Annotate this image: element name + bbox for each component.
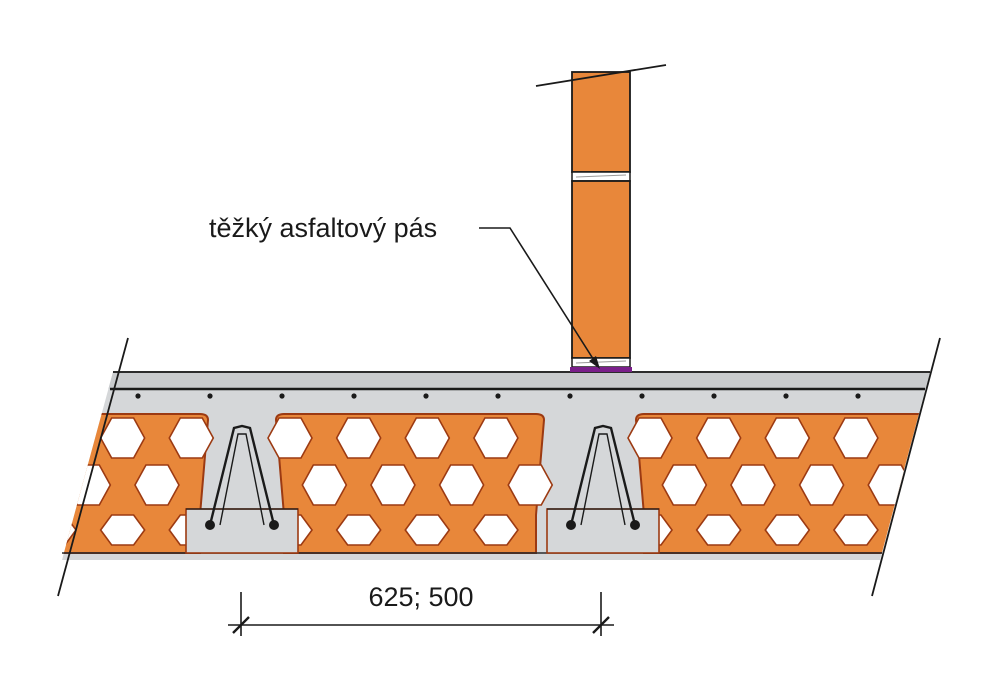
block-void xyxy=(764,514,811,546)
ceramic-infill-blocks xyxy=(62,413,928,554)
bottom-bar xyxy=(269,520,279,530)
wall-brick-lower xyxy=(571,180,631,359)
block-void xyxy=(370,464,416,506)
distribution-bar xyxy=(855,393,861,399)
beam-rib xyxy=(185,424,299,554)
distribution-bar xyxy=(423,393,429,399)
wall-break-line xyxy=(535,64,667,87)
block-void xyxy=(404,514,451,546)
annotation-arrowhead xyxy=(589,356,600,369)
block-void xyxy=(833,417,879,459)
block-void xyxy=(627,417,673,459)
block-void xyxy=(168,417,215,459)
break-line-left xyxy=(57,337,129,597)
distribution-bar xyxy=(495,393,501,399)
block-void xyxy=(730,464,776,506)
block-void xyxy=(438,464,485,506)
bed-joint-hatch xyxy=(575,360,627,364)
ceramic-block xyxy=(267,413,554,554)
block-void xyxy=(62,417,77,459)
block-void xyxy=(335,417,382,459)
block-void xyxy=(99,514,146,546)
distribution-bar xyxy=(711,393,717,399)
block-void xyxy=(507,464,554,506)
block-void xyxy=(134,464,180,506)
block-void xyxy=(661,464,708,506)
truss-diagonal-inner xyxy=(580,433,626,526)
block-void xyxy=(301,464,348,506)
block-void xyxy=(695,417,742,459)
block-void xyxy=(473,417,519,459)
distribution-bar xyxy=(351,393,357,399)
dimension-label: 625; 500 xyxy=(368,582,473,612)
bottom-bar xyxy=(566,520,576,530)
distribution-bar xyxy=(135,393,141,399)
dimension-tick-left xyxy=(232,616,250,634)
wall-brick-upper xyxy=(571,71,631,173)
annotation-label: těžký asfaltový pás xyxy=(209,213,437,243)
block-void xyxy=(404,417,451,459)
distribution-bar xyxy=(279,393,285,399)
bottom-bar xyxy=(630,520,640,530)
topping-layer xyxy=(62,372,930,389)
truss-diagonal xyxy=(208,424,276,526)
block-void xyxy=(832,514,879,546)
block-void xyxy=(472,514,519,546)
distribution-bar xyxy=(207,393,213,399)
distribution-bar xyxy=(639,393,645,399)
block-void xyxy=(798,464,845,506)
block-void xyxy=(335,514,382,546)
block-void xyxy=(695,514,742,546)
distribution-bar-dots xyxy=(135,393,861,399)
asphalt-membrane-strip xyxy=(570,367,632,372)
distribution-bar xyxy=(567,393,573,399)
ceramic-block xyxy=(627,413,928,554)
beam-shoe xyxy=(546,508,660,554)
annotation-leader-line xyxy=(479,227,598,366)
ceramic-beams xyxy=(185,424,660,554)
joint-hatch xyxy=(575,174,627,178)
bottom-bar xyxy=(205,520,215,530)
beam-rib xyxy=(546,424,660,554)
block-void xyxy=(99,417,146,459)
dimension-tick-right xyxy=(592,616,610,634)
block-void xyxy=(267,417,313,459)
distribution-bar xyxy=(783,393,789,399)
truss-diagonal xyxy=(569,424,637,526)
break-line-right xyxy=(871,337,941,597)
beam-shoe xyxy=(185,508,299,554)
truss-diagonal-inner xyxy=(219,433,265,526)
block-void xyxy=(764,417,811,459)
